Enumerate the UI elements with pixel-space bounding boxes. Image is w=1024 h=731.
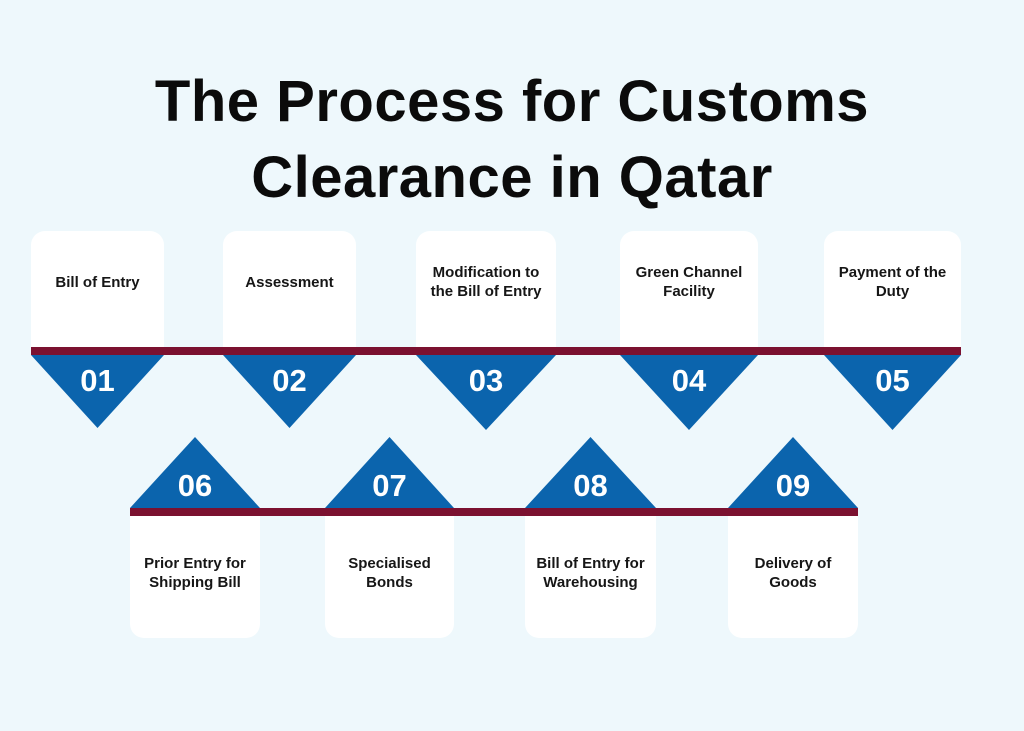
step-card-09: Delivery of Goods — [728, 516, 858, 638]
step-label: Modification to the Bill of Entry — [430, 264, 542, 300]
triangle-up-icon — [130, 437, 260, 508]
step-label: Specialised Bonds — [348, 555, 431, 591]
step-marker-03: 03 — [416, 355, 556, 430]
step-number: 05 — [875, 363, 910, 398]
step-label: Bill of Entry — [55, 273, 140, 291]
triangle-down-icon — [824, 355, 961, 430]
step-marker-09: 09 — [728, 437, 858, 508]
step-card-03: Modification to the Bill of Entry — [416, 231, 556, 347]
step-label: Bill of Entry for Warehousing — [536, 555, 645, 591]
step-card-05: Payment of the Duty — [824, 231, 961, 347]
step-number: 04 — [671, 363, 707, 398]
step-label: Delivery of Goods — [754, 555, 832, 591]
triangle-up-icon — [325, 437, 454, 508]
step-label: Prior Entry for Shipping Bill — [144, 555, 246, 591]
timeline-bar-bottom — [130, 508, 858, 516]
triangle-down-icon — [223, 355, 356, 428]
step-label: Green Channel Facility — [635, 264, 743, 300]
step-marker-07: 07 — [325, 437, 454, 508]
title-line-1: The Process for Customs — [154, 69, 870, 134]
step-number: 03 — [468, 363, 504, 398]
step-number: 06 — [177, 468, 213, 503]
step-marker-05: 05 — [824, 355, 961, 430]
step-card-07: Specialised Bonds — [325, 516, 454, 638]
step-label: Assessment — [245, 273, 334, 291]
step-card-08: Bill of Entry for Warehousing — [525, 516, 656, 638]
triangle-up-icon — [525, 437, 656, 508]
triangle-down-icon — [31, 355, 164, 428]
title-line-2: Clearance in Qatar — [251, 145, 773, 210]
step-card-02: Assessment — [223, 231, 356, 347]
triangle-down-icon — [620, 355, 758, 430]
step-label: Payment of the Duty — [838, 264, 947, 300]
step-number: 07 — [372, 468, 407, 503]
page-title: The Process for Customs Clearance in Qat… — [0, 64, 1024, 216]
step-number: 01 — [80, 363, 115, 398]
step-card-01: Bill of Entry — [31, 231, 164, 347]
step-number: 09 — [775, 468, 811, 503]
step-marker-04: 04 — [620, 355, 758, 430]
step-marker-08: 08 — [525, 437, 656, 508]
step-card-06: Prior Entry for Shipping Bill — [130, 516, 260, 638]
triangle-up-icon — [728, 437, 858, 508]
step-number: 08 — [573, 468, 608, 503]
triangle-down-icon — [416, 355, 556, 430]
step-marker-01: 01 — [31, 355, 164, 428]
step-card-04: Green Channel Facility — [620, 231, 758, 347]
step-marker-06: 06 — [130, 437, 260, 508]
step-marker-02: 02 — [223, 355, 356, 428]
timeline-bar-top — [31, 347, 961, 355]
step-number: 02 — [272, 363, 307, 398]
